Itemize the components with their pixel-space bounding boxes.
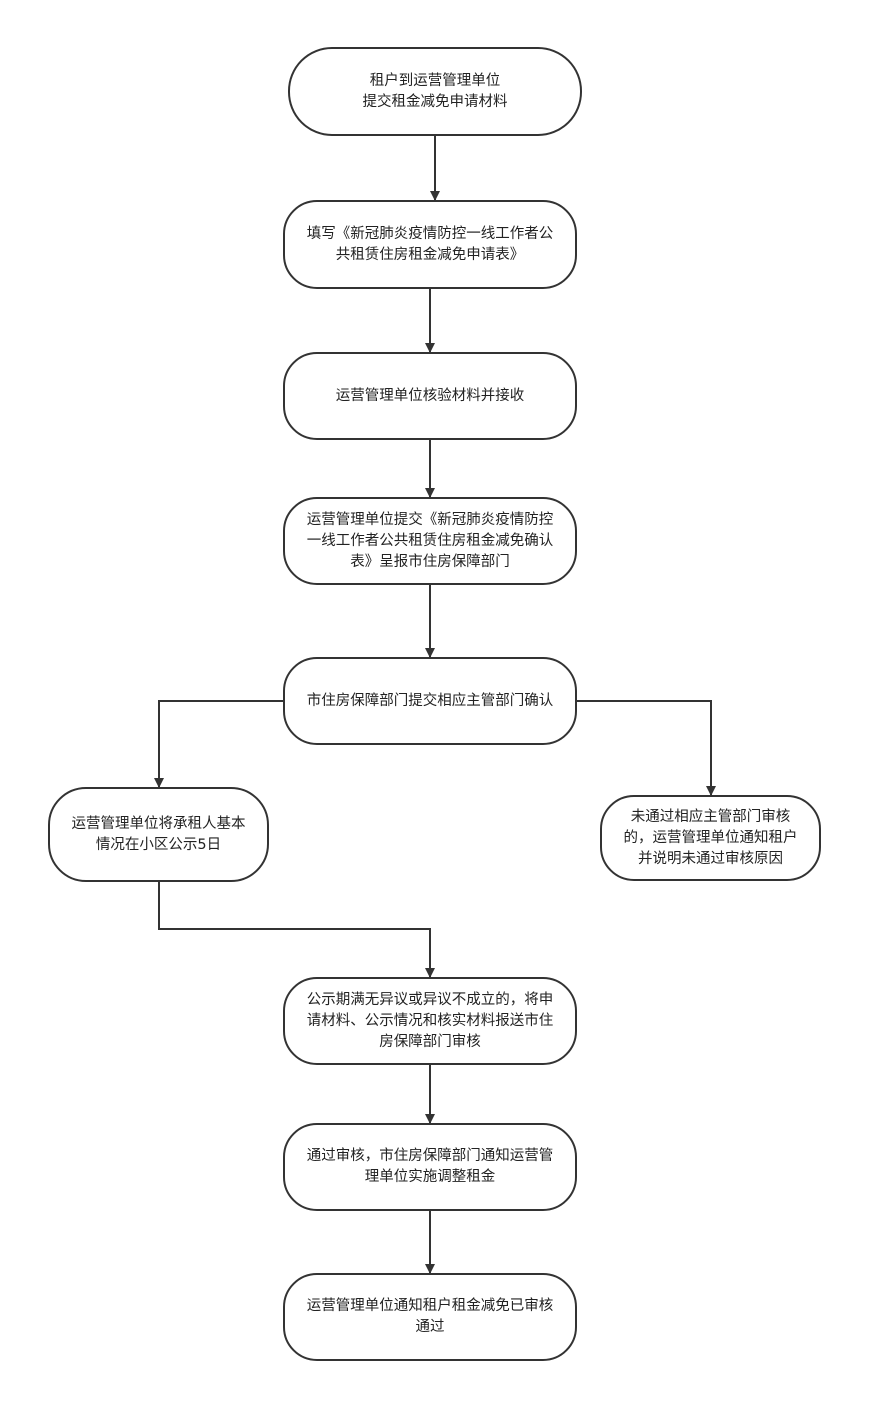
node-submit-confirm: 运营管理单位提交《新冠肺炎疫情防控 一线工作者公共租赁住房租金减免确认 表》呈报… [283,497,577,585]
node-publicize: 运营管理单位将承租人基本 情况在小区公示5日 [48,787,269,882]
node-submit-confirm-line-3: 表》呈报市住房保障部门 [350,553,510,570]
node-apply-line-2: 提交租金减免申请材料 [362,93,508,110]
node-fill-form-line-1: 填写《新冠肺炎疫情防控一线工作者公 [306,225,554,242]
node-no-objection: 公示期满无异议或异议不成立的，将申 请材料、公示情况和核实材料报送市住 房保障部… [283,977,577,1065]
node-approved-line-2: 理单位实施调整租金 [364,1169,496,1185]
node-publicize-line-1: 运营管理单位将承租人基本 [71,815,246,832]
node-notify-line-1: 运营管理单位通知租户租金减免已审核 [306,1298,554,1314]
node-verify: 运营管理单位核验材料并接收 [283,352,577,440]
node-submit-confirm-line-1: 运营管理单位提交《新冠肺炎疫情防控 [306,511,554,528]
node-apply-line-1: 租户到运营管理单位 [369,72,501,89]
node-publicize-line-2: 情况在小区公示5日 [95,836,222,853]
node-approved-line-1: 通过审核，市住房保障部门通知运营管 [306,1148,554,1164]
node-submit-confirm-line-2: 一线工作者公共租赁住房租金减免确认 [306,532,554,549]
node-approved: 通过审核，市住房保障部门通知运营管 理单位实施调整租金 [283,1123,577,1211]
node-no-objection-line-2: 请材料、公示情况和核实材料报送市住 [306,1012,554,1029]
edge-dept-confirm-to-publicize [154,700,283,788]
node-notify-line-2: 通过 [415,1319,445,1335]
node-verify-line-1: 运营管理单位核验材料并接收 [335,387,525,404]
edge-publicize-to-no-objection [158,882,435,978]
node-no-objection-line-1: 公示期满无异议或异议不成立的，将申 [306,991,554,1008]
node-no-objection-line-3: 房保障部门审核 [379,1033,481,1050]
node-dept-confirm: 市住房保障部门提交相应主管部门确认 [283,657,577,745]
node-rejected: 未通过相应主管部门审核 的，运营管理单位通知租户 并说明未通过审核原因 [600,795,821,881]
node-notify: 运营管理单位通知租户租金减免已审核 通过 [283,1273,577,1361]
node-dept-confirm-line-1: 市住房保障部门提交相应主管部门确认 [306,692,554,709]
node-fill-form-line-2: 共租赁住房租金减免申请表》 [335,246,525,263]
edge-dept-confirm-to-rejected [577,700,716,796]
node-apply: 租户到运营管理单位 提交租金减免申请材料 [288,47,582,136]
node-rejected-line-1: 未通过相应主管部门审核 [630,808,791,825]
node-rejected-line-2: 的，运营管理单位通知租户 [623,829,798,846]
node-fill-form: 填写《新冠肺炎疫情防控一线工作者公 共租赁住房租金减免申请表》 [283,200,577,289]
node-rejected-line-3: 并说明未通过审核原因 [638,850,783,867]
